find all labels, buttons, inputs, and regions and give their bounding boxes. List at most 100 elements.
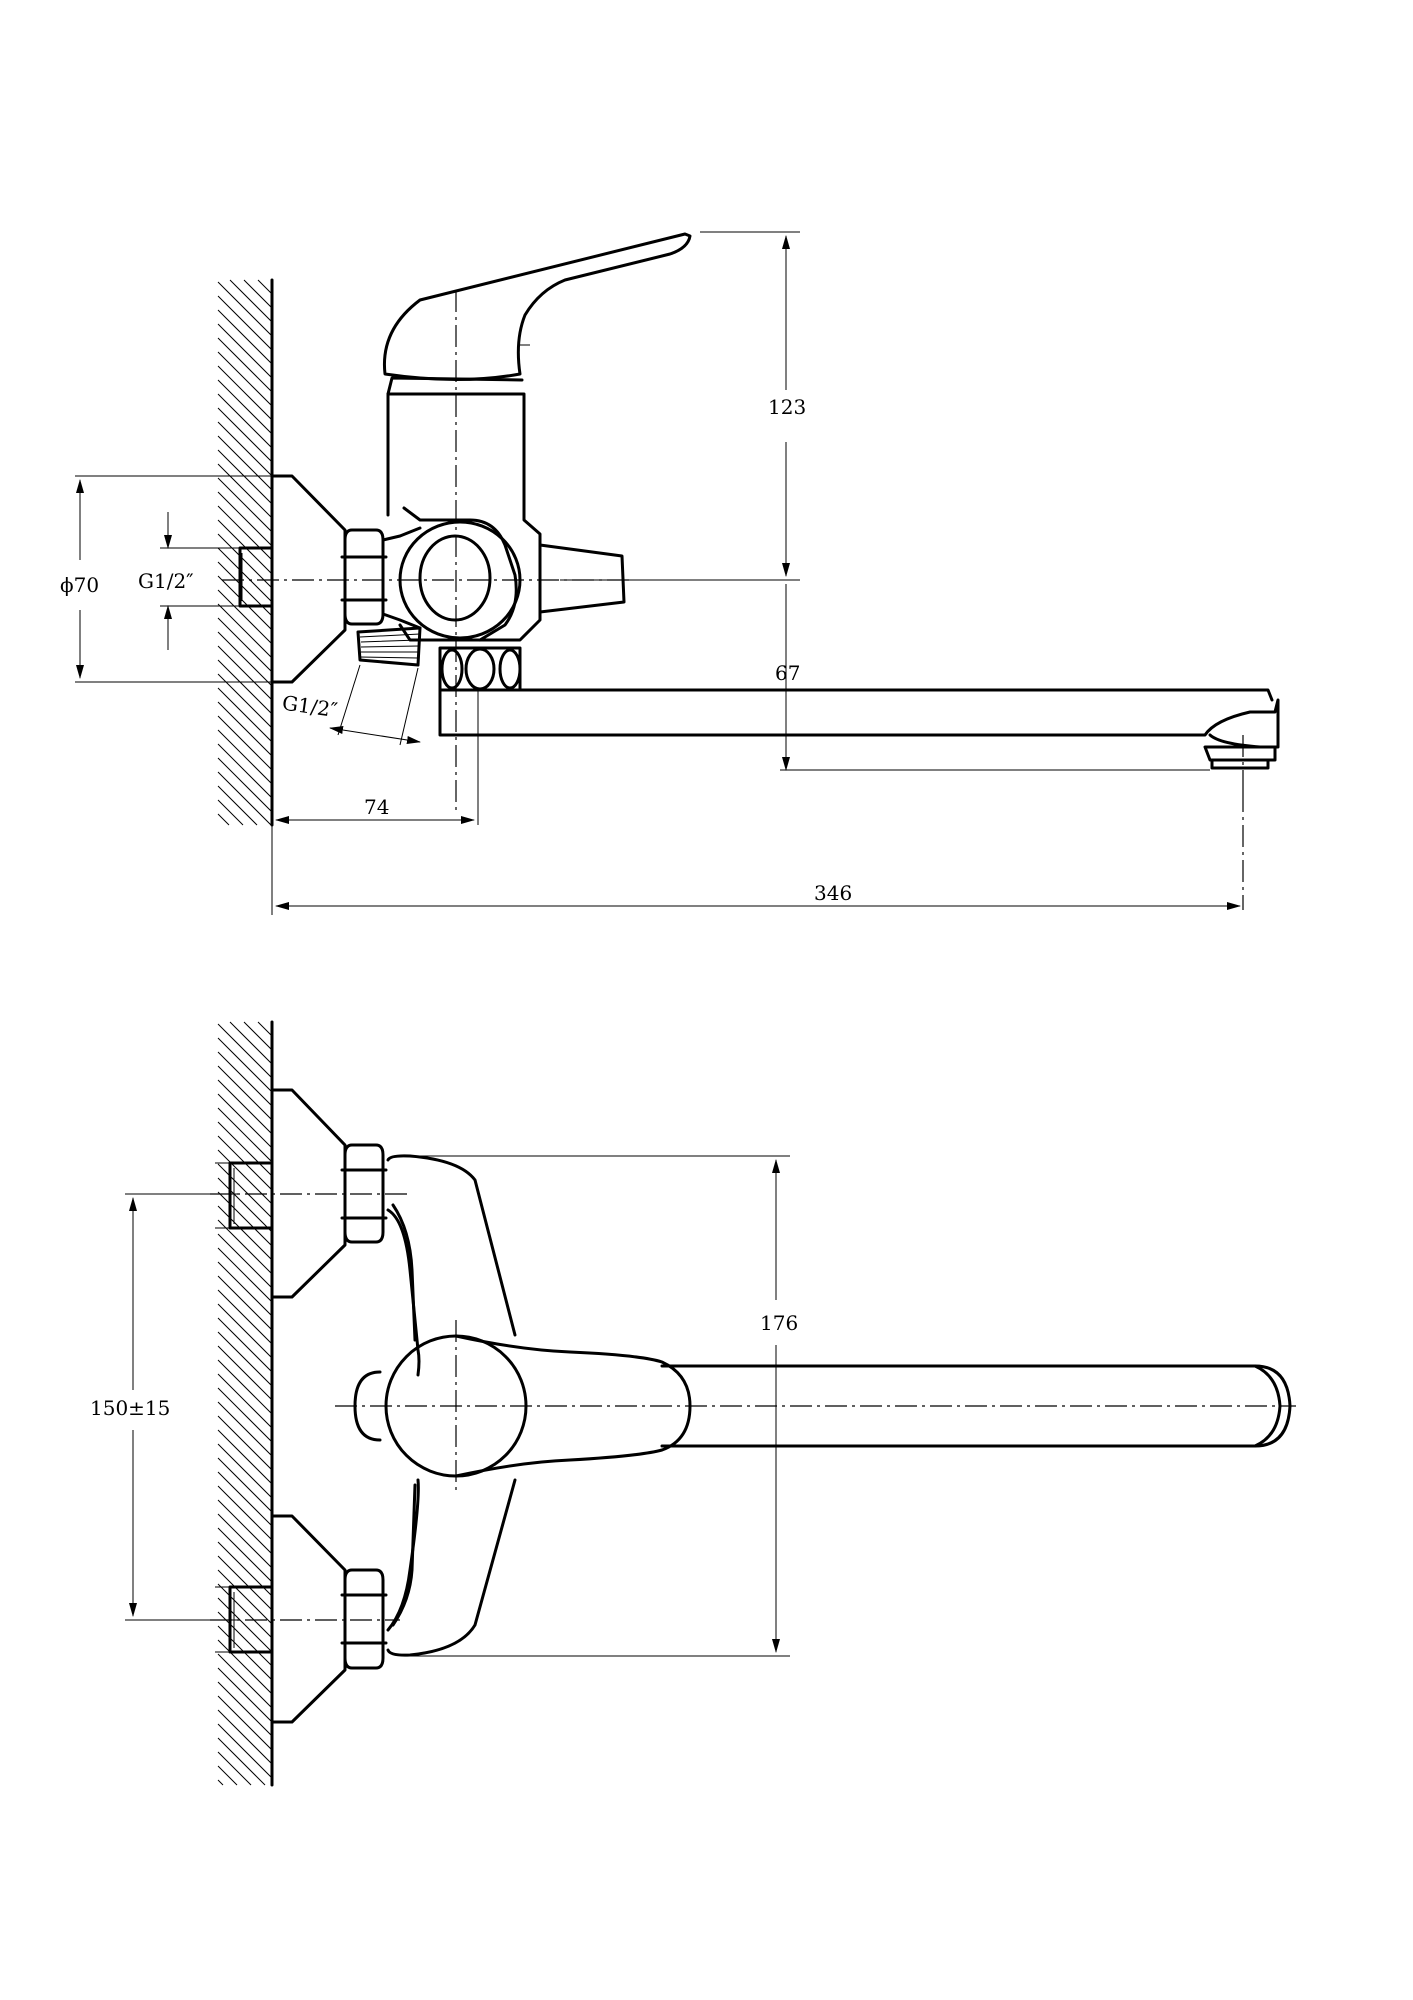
hatch-line (217, 659, 273, 715)
hatch-line (217, 1289, 273, 1345)
upper-inlet-top (228, 1161, 274, 1230)
dim-flange-diameter-label: ϕ70 (60, 573, 99, 597)
hatch-line (217, 575, 273, 631)
hatch-line (217, 1569, 273, 1625)
hatch-line (217, 1555, 273, 1611)
hatch-line (217, 1149, 273, 1205)
hatch-line (217, 281, 273, 337)
hatch-line (217, 1079, 273, 1135)
hatch-line (217, 1205, 273, 1261)
hatch-line (217, 785, 258, 826)
inlet-stub-side (238, 546, 274, 608)
hatch-line (217, 1527, 273, 1583)
side-view: 123 67 ϕ70 G1/2″ G1/2″ 74 346 (60, 231, 1280, 915)
hatch-line (217, 491, 273, 547)
dim-height-label: 123 (768, 395, 806, 419)
hatch-line (217, 589, 273, 645)
hatch-line (217, 435, 273, 491)
hatch-line (217, 799, 244, 826)
hatch-line (217, 295, 273, 351)
hatch-line (217, 1681, 273, 1737)
diverter-side (538, 543, 626, 614)
hatch-line (217, 1485, 273, 1541)
hatch-line (217, 1037, 273, 1093)
hatch-line (217, 351, 273, 407)
hatch-line (217, 1317, 273, 1373)
hatch-line (217, 1387, 273, 1443)
hatch-line (217, 1331, 273, 1387)
hatch-line (217, 1765, 238, 1786)
hatch-line (217, 1345, 273, 1401)
hatch-line (217, 771, 272, 826)
hatch-line (217, 1429, 273, 1485)
hatch-line (217, 1415, 273, 1471)
valve-body-side (386, 392, 542, 642)
eccentric-side (381, 526, 422, 630)
hatch-line (217, 1443, 273, 1499)
hatch-line (217, 1163, 273, 1219)
hatch-line (217, 1093, 273, 1149)
hatch-line (217, 1695, 273, 1751)
hatch-line (243, 1021, 273, 1051)
hatch-line (217, 1065, 273, 1121)
lower-nut-top (340, 1568, 388, 1670)
dim-total-reach-label: 346 (814, 881, 852, 905)
hatch-line (217, 1023, 273, 1079)
hatch-line (217, 407, 273, 463)
hatch-line (229, 279, 273, 323)
hatch-line (217, 687, 273, 743)
hatch-line (217, 1191, 273, 1247)
hatch-line (217, 1261, 273, 1317)
hatch-line (217, 1583, 273, 1639)
hatch-line (217, 1499, 273, 1555)
hatch-line (217, 421, 273, 477)
hatch-line (217, 1121, 273, 1177)
hatch-line (217, 1513, 273, 1569)
top-view: 176 150±15 (90, 1020, 1296, 1787)
hatch-line (217, 533, 273, 589)
hatch-line (217, 757, 273, 813)
hatch-line (217, 1723, 273, 1779)
hatch-line (217, 505, 273, 561)
hatch-line (217, 449, 273, 505)
hatch-line (217, 1709, 273, 1765)
lever-handle-side (382, 232, 692, 381)
hatch-line (217, 463, 273, 519)
hatch-line (217, 701, 273, 757)
hatch-line (217, 729, 273, 785)
hatch-line (217, 1107, 273, 1163)
hatch-line (257, 279, 273, 295)
hatch-line (217, 1611, 273, 1667)
dim-spout-height-label: 67 (775, 661, 800, 685)
hatch-line (257, 1021, 273, 1037)
hatch-line (217, 393, 273, 449)
hatch-line (217, 1219, 273, 1275)
upper-nut-top (340, 1143, 388, 1244)
hatch-line (217, 561, 273, 617)
hatch-line (217, 1737, 266, 1786)
hatch-line (217, 603, 273, 659)
wall-hatching-side (217, 279, 273, 826)
hatch-line (217, 1359, 273, 1415)
hatch-line (217, 309, 273, 365)
hatch-line (217, 813, 230, 826)
hatch-line (217, 715, 273, 771)
thread-outlet-label: G1/2″ (281, 691, 339, 723)
hatch-line (217, 365, 273, 421)
hatch-line (217, 1177, 273, 1233)
hatch-line (217, 1373, 273, 1429)
hatch-line (217, 1667, 273, 1723)
hatch-line (217, 1471, 273, 1527)
dim-inlet-spacing-label: 150±15 (90, 1396, 170, 1420)
dim-wall-to-axis-label: 74 (364, 795, 389, 819)
nut-side (340, 528, 388, 626)
hatch-line (217, 645, 273, 701)
hatch-line (217, 477, 273, 533)
hatch-line (217, 1751, 252, 1786)
hatch-line (217, 1779, 224, 1786)
hatch-line (217, 1247, 273, 1303)
spout-side (438, 688, 1280, 749)
hatch-line (217, 323, 273, 379)
lower-flange-top (270, 1514, 347, 1724)
